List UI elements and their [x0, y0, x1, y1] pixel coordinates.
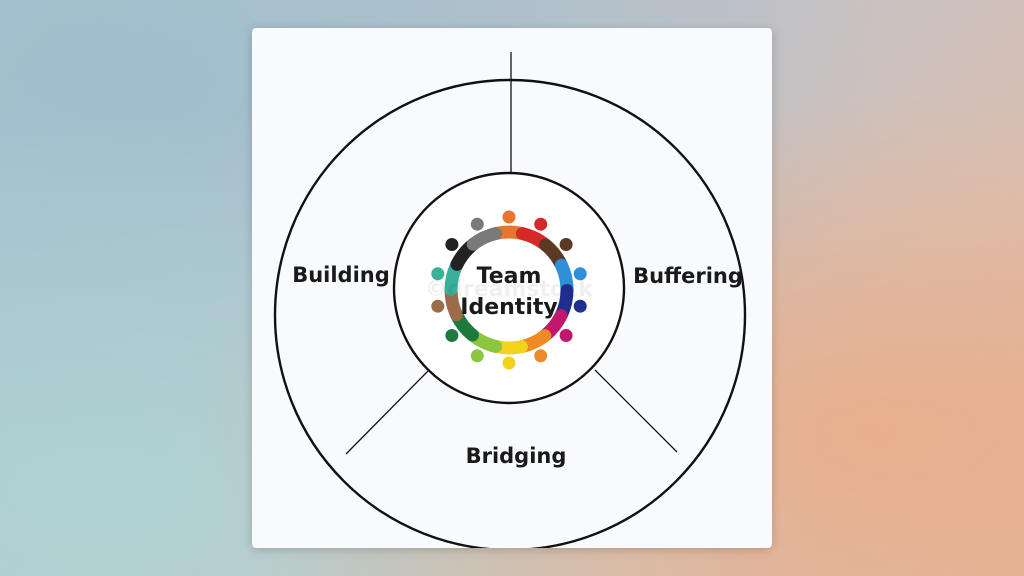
- team-identity-diagram: ©dreamstock Team Identity Building Buffe…: [273, 52, 747, 548]
- person-body: [466, 227, 503, 251]
- person-head: [534, 217, 548, 231]
- watermark: ©dreamstock: [425, 277, 594, 302]
- inner-circle: [392, 171, 626, 405]
- segment-label-bridging: Bridging: [466, 444, 567, 468]
- center-title-line-2: Identity: [460, 295, 557, 320]
- person-head: [445, 238, 459, 251]
- person-head: [502, 210, 516, 224]
- person-head: [502, 356, 516, 370]
- divider-bottom-left: [345, 370, 429, 455]
- person-head: [573, 299, 587, 313]
- person-head: [470, 349, 484, 363]
- person-head: [559, 329, 573, 342]
- diagram-card: ©dreamstock Team Identity Building Buffe…: [252, 28, 772, 548]
- person-head: [445, 329, 459, 342]
- person-head: [431, 299, 445, 313]
- person-head: [470, 217, 484, 231]
- person-head: [559, 238, 573, 251]
- divider-bottom-right: [594, 369, 678, 453]
- segment-label-buffering: Buffering: [633, 264, 743, 288]
- segment-label-building: Building: [292, 263, 390, 287]
- outer-ring: [273, 78, 747, 548]
- person-head: [573, 267, 587, 281]
- person-head: [431, 267, 445, 281]
- people-circle-logo: [431, 210, 587, 370]
- person-head: [534, 349, 548, 363]
- center-title-line-1: Team: [477, 264, 542, 289]
